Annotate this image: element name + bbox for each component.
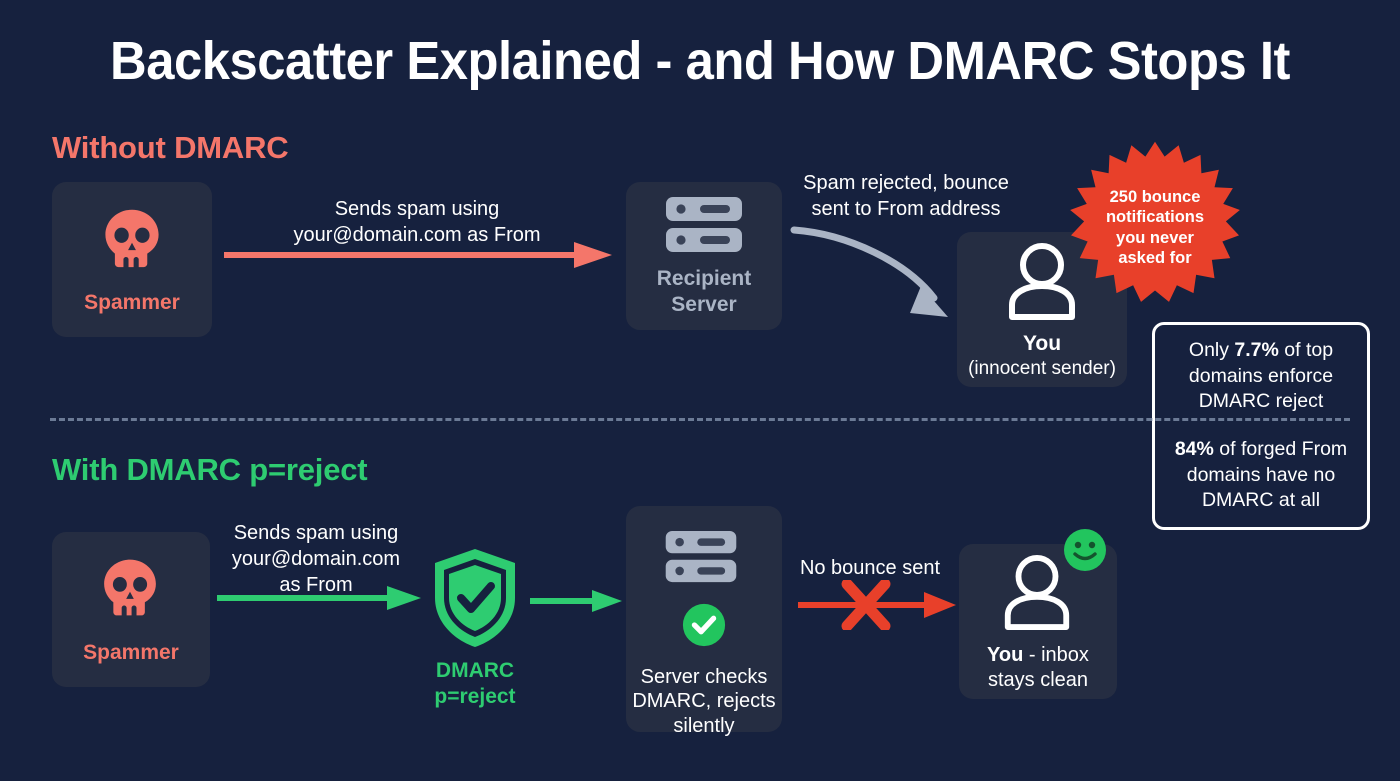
stat1-value: 7.7%: [1234, 338, 1279, 361]
badge-line2: notifications: [1105, 208, 1205, 227]
you-card-rest: - inbox: [1023, 644, 1089, 667]
stat1-suffix: of top domains enforce DMARC reject: [1188, 338, 1334, 413]
page-title: Backscatter Explained - and How DMARC St…: [110, 31, 1290, 91]
curved-bounce-arrow-icon: [790, 226, 948, 317]
flow-label-sends-spam-with: Sends spam using your@domain.com as From: [222, 520, 410, 598]
server-checks-line3: silently: [673, 714, 735, 737]
server-checks-card: Server checks DMARC, rejects silently: [626, 506, 782, 737]
spammer-card-label: Spammer: [84, 290, 180, 314]
spammer-card-label: Spammer: [83, 640, 179, 664]
section-divider: [50, 418, 1350, 421]
arrow-blocked-bounce-icon: [798, 580, 956, 630]
server-icon: [662, 194, 746, 256]
stat1-prefix: Only: [1188, 338, 1235, 361]
flow-label-line3: as From: [279, 574, 353, 596]
recipient-server-card: Recipient Server: [626, 182, 782, 330]
shield-label-line1: DMARC: [435, 659, 515, 682]
flow-label-no-bounce: No bounce sent: [782, 555, 958, 581]
flow-label-line2: your@domain.com as From: [293, 224, 541, 246]
badge-line4: asked for: [1118, 248, 1192, 267]
arrow-shield-to-server-icon: [530, 590, 622, 612]
shield-check-icon: [435, 549, 515, 647]
section-heading-with-dmarc: With DMARC p=reject: [52, 452, 368, 487]
spammer-card-without: Spammer: [52, 182, 212, 337]
server-icon: [662, 528, 746, 590]
person-icon: [1003, 239, 1081, 323]
skull-icon: [94, 554, 168, 628]
you-card-bold: You: [987, 644, 1024, 667]
flow-label-spam-rejected: Spam rejected, bounce sent to From addre…: [790, 170, 1022, 222]
statistics-box: Only 7.7% of top domains enforce DMARC r…: [1152, 322, 1370, 530]
shield-label-line2: p=reject: [434, 685, 516, 709]
shield-label: DMARC p=reject: [395, 658, 555, 711]
recipient-server-label-line1: Recipient: [656, 267, 752, 291]
flow-label-sends-spam-without: Sends spam using your@domain.com as From: [238, 196, 596, 248]
starburst-shape-icon: [1070, 141, 1240, 302]
you-card-line2: stays clean: [987, 668, 1089, 691]
you-card-line1: You - inbox: [987, 643, 1089, 667]
flow-label-line2: your@domain.com: [231, 548, 401, 570]
arrow-spammer-to-shield-icon: [217, 586, 421, 610]
server-checks-card-label: Server checks DMARC, rejects silently: [632, 665, 775, 738]
skull-icon: [95, 204, 169, 278]
you-card-label: You: [1022, 332, 1062, 356]
stat-line-2: 84% of forged From domains have no DMARC…: [1167, 437, 1355, 514]
badge-line1: 250 bounce: [1109, 188, 1201, 207]
check-circle-icon: [681, 602, 727, 653]
stat-line-1: Only 7.7% of top domains enforce DMARC r…: [1167, 338, 1355, 415]
recipient-server-card-label: Recipient Server: [657, 266, 752, 317]
stat2-suffix: of forged From domains have no DMARC at …: [1186, 438, 1348, 512]
section-heading-without-dmarc: Without DMARC: [52, 130, 289, 165]
server-checks-line1: Server checks: [640, 666, 768, 688]
recipient-server-label-line2: Server: [671, 293, 737, 316]
arrow-spammer-to-server-icon: [224, 242, 612, 268]
flow-label-line1: Sends spam using: [334, 198, 500, 220]
server-checks-line2: DMARC, rejects: [632, 690, 776, 713]
bounce-count-badge: 250 bounce notifications you never asked…: [1060, 140, 1250, 315]
spammer-card-with: Spammer: [52, 532, 210, 687]
flow-label-line1: Spam rejected, bounce: [803, 172, 1009, 194]
flow-label-line1: No bounce sent: [799, 557, 941, 579]
flow-label-line2: sent to From address: [811, 198, 1001, 220]
stat2-value: 84%: [1174, 438, 1214, 460]
smiley-face-icon: [1063, 528, 1107, 572]
you-card-sublabel: (innocent sender): [968, 357, 1116, 379]
bounce-count-badge-text: 250 bounce notifications you never asked…: [1060, 140, 1250, 315]
badge-line3: you never: [1116, 228, 1194, 247]
flow-label-line1: Sends spam using: [233, 522, 399, 544]
person-icon: [999, 551, 1077, 635]
you-card-label: You - inbox stays clean: [987, 643, 1089, 692]
